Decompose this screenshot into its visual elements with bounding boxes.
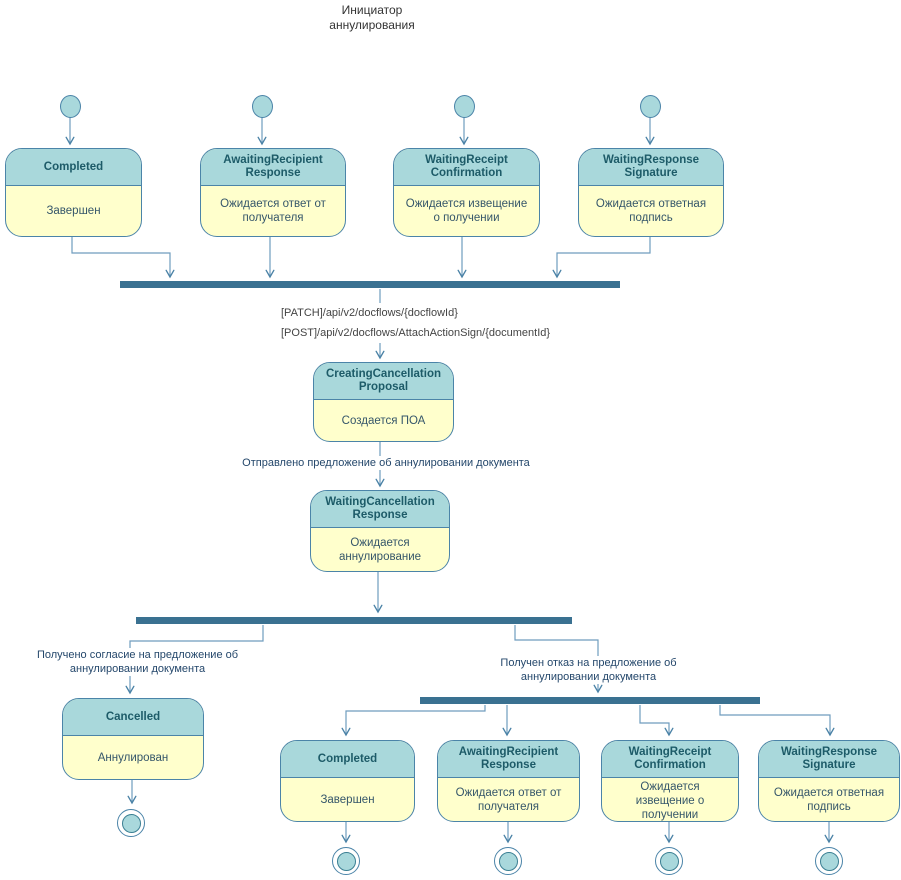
- transition-label-agreement-received: Получено согласие на предложение об анну…: [30, 648, 245, 676]
- state-bottom-waiting-response-signature: WaitingResponse Signature Ожидается отве…: [758, 740, 900, 822]
- state-description: Завершен: [46, 205, 101, 217]
- state-top-waiting-receipt-confirmation: WaitingReceipt Confirmation Ожидается из…: [393, 148, 540, 237]
- edge-fork2-to-bottom-completed: [341, 705, 486, 737]
- edge-fork2-to-bottom-receipt: [639, 705, 674, 737]
- state-description: Аннулирован: [97, 751, 169, 764]
- state-title: Completed: [281, 741, 414, 778]
- state-top-awaiting-recipient-response: AwaitingRecipient Response Ожидается отв…: [200, 148, 346, 237]
- final-node-signature: [815, 847, 843, 875]
- final-node-cancelled: [117, 809, 145, 837]
- state-bottom-completed: Completed Завершен: [280, 740, 415, 822]
- state-creating-cancellation-proposal: CreatingCancellation Proposal Создается …: [313, 362, 454, 442]
- state-description: Ожидается аннулирование: [338, 536, 422, 563]
- state-title: Completed: [6, 149, 141, 186]
- initial-node-4: [640, 95, 661, 118]
- initial-node-2: [252, 95, 273, 118]
- state-description: Создается ПОА: [341, 414, 426, 427]
- state-title: AwaitingRecipient Response: [438, 741, 579, 778]
- api-endpoint-post: [POST]/api/v2/docflows/AttachActionSign/…: [281, 327, 551, 339]
- state-description: Ожидается извещение о получении: [635, 781, 705, 821]
- final-node-dot: [336, 851, 356, 871]
- state-bottom-awaiting-recipient-response: AwaitingRecipient Response Ожидается отв…: [437, 740, 580, 822]
- state-bottom-waiting-receipt-confirmation: WaitingReceipt Confirmation Ожидается из…: [601, 740, 739, 822]
- edge-top-completed-to-join: [71, 235, 175, 279]
- final-node-awaiting: [494, 847, 522, 875]
- sync-bar-fork-2: [420, 697, 760, 704]
- sync-bar-join: [120, 281, 620, 288]
- final-node-dot: [659, 851, 679, 871]
- state-title: Cancelled: [63, 699, 203, 736]
- state-cancelled: Cancelled Аннулирован: [62, 698, 204, 780]
- state-title: AwaitingRecipient Response: [201, 149, 345, 186]
- state-top-waiting-response-signature: WaitingResponse Signature Ожидается отве…: [578, 148, 724, 237]
- state-title: WaitingResponse Signature: [759, 741, 899, 778]
- transition-label-proposal-sent: Отправлено предложение об аннулировании …: [231, 456, 541, 470]
- state-description: Ожидается извещение о получении: [405, 198, 528, 224]
- edge-top-signature-to-join: [552, 235, 651, 279]
- diagram-title: Инициатор аннулирования: [302, 3, 442, 33]
- final-node-dot: [121, 813, 141, 833]
- state-title: CreatingCancellation Proposal: [314, 363, 453, 400]
- final-node-dot: [819, 851, 839, 871]
- final-node-dot: [498, 851, 518, 871]
- state-top-completed: Completed Завершен: [5, 148, 142, 237]
- state-description: Ожидается ответная подпись: [595, 198, 707, 224]
- state-description: Ожидается ответ от получателя: [220, 198, 326, 224]
- state-title: WaitingResponse Signature: [579, 149, 723, 186]
- diagram-title-line1: Инициатор: [341, 3, 403, 17]
- state-description: Ожидается ответ от получателя: [455, 786, 562, 813]
- state-description: Завершен: [320, 793, 375, 806]
- state-title: WaitingReceipt Confirmation: [602, 741, 738, 778]
- final-node-receipt: [655, 847, 683, 875]
- api-endpoints-label: [PATCH]/api/v2/docflows/{docflowId} [POS…: [281, 303, 551, 343]
- state-description: Ожидается ответная подпись: [773, 786, 885, 813]
- sync-bar-fork-1: [136, 617, 572, 624]
- final-node-completed: [332, 847, 360, 875]
- transition-label-refusal-received: Получен отказ на предложение об аннулиро…: [486, 656, 691, 684]
- state-waiting-cancellation-response: WaitingCancellation Response Ожидается а…: [310, 490, 450, 572]
- edge-fork2-to-bottom-signature: [719, 705, 835, 737]
- initial-node-3: [454, 95, 475, 118]
- diagram-title-line2: аннулирования: [329, 18, 415, 32]
- initial-node-1: [60, 95, 81, 118]
- state-title: WaitingCancellation Response: [311, 491, 449, 528]
- api-endpoint-patch: [PATCH]/api/v2/docflows/{docflowId}: [281, 307, 458, 319]
- state-title: WaitingReceipt Confirmation: [394, 149, 539, 186]
